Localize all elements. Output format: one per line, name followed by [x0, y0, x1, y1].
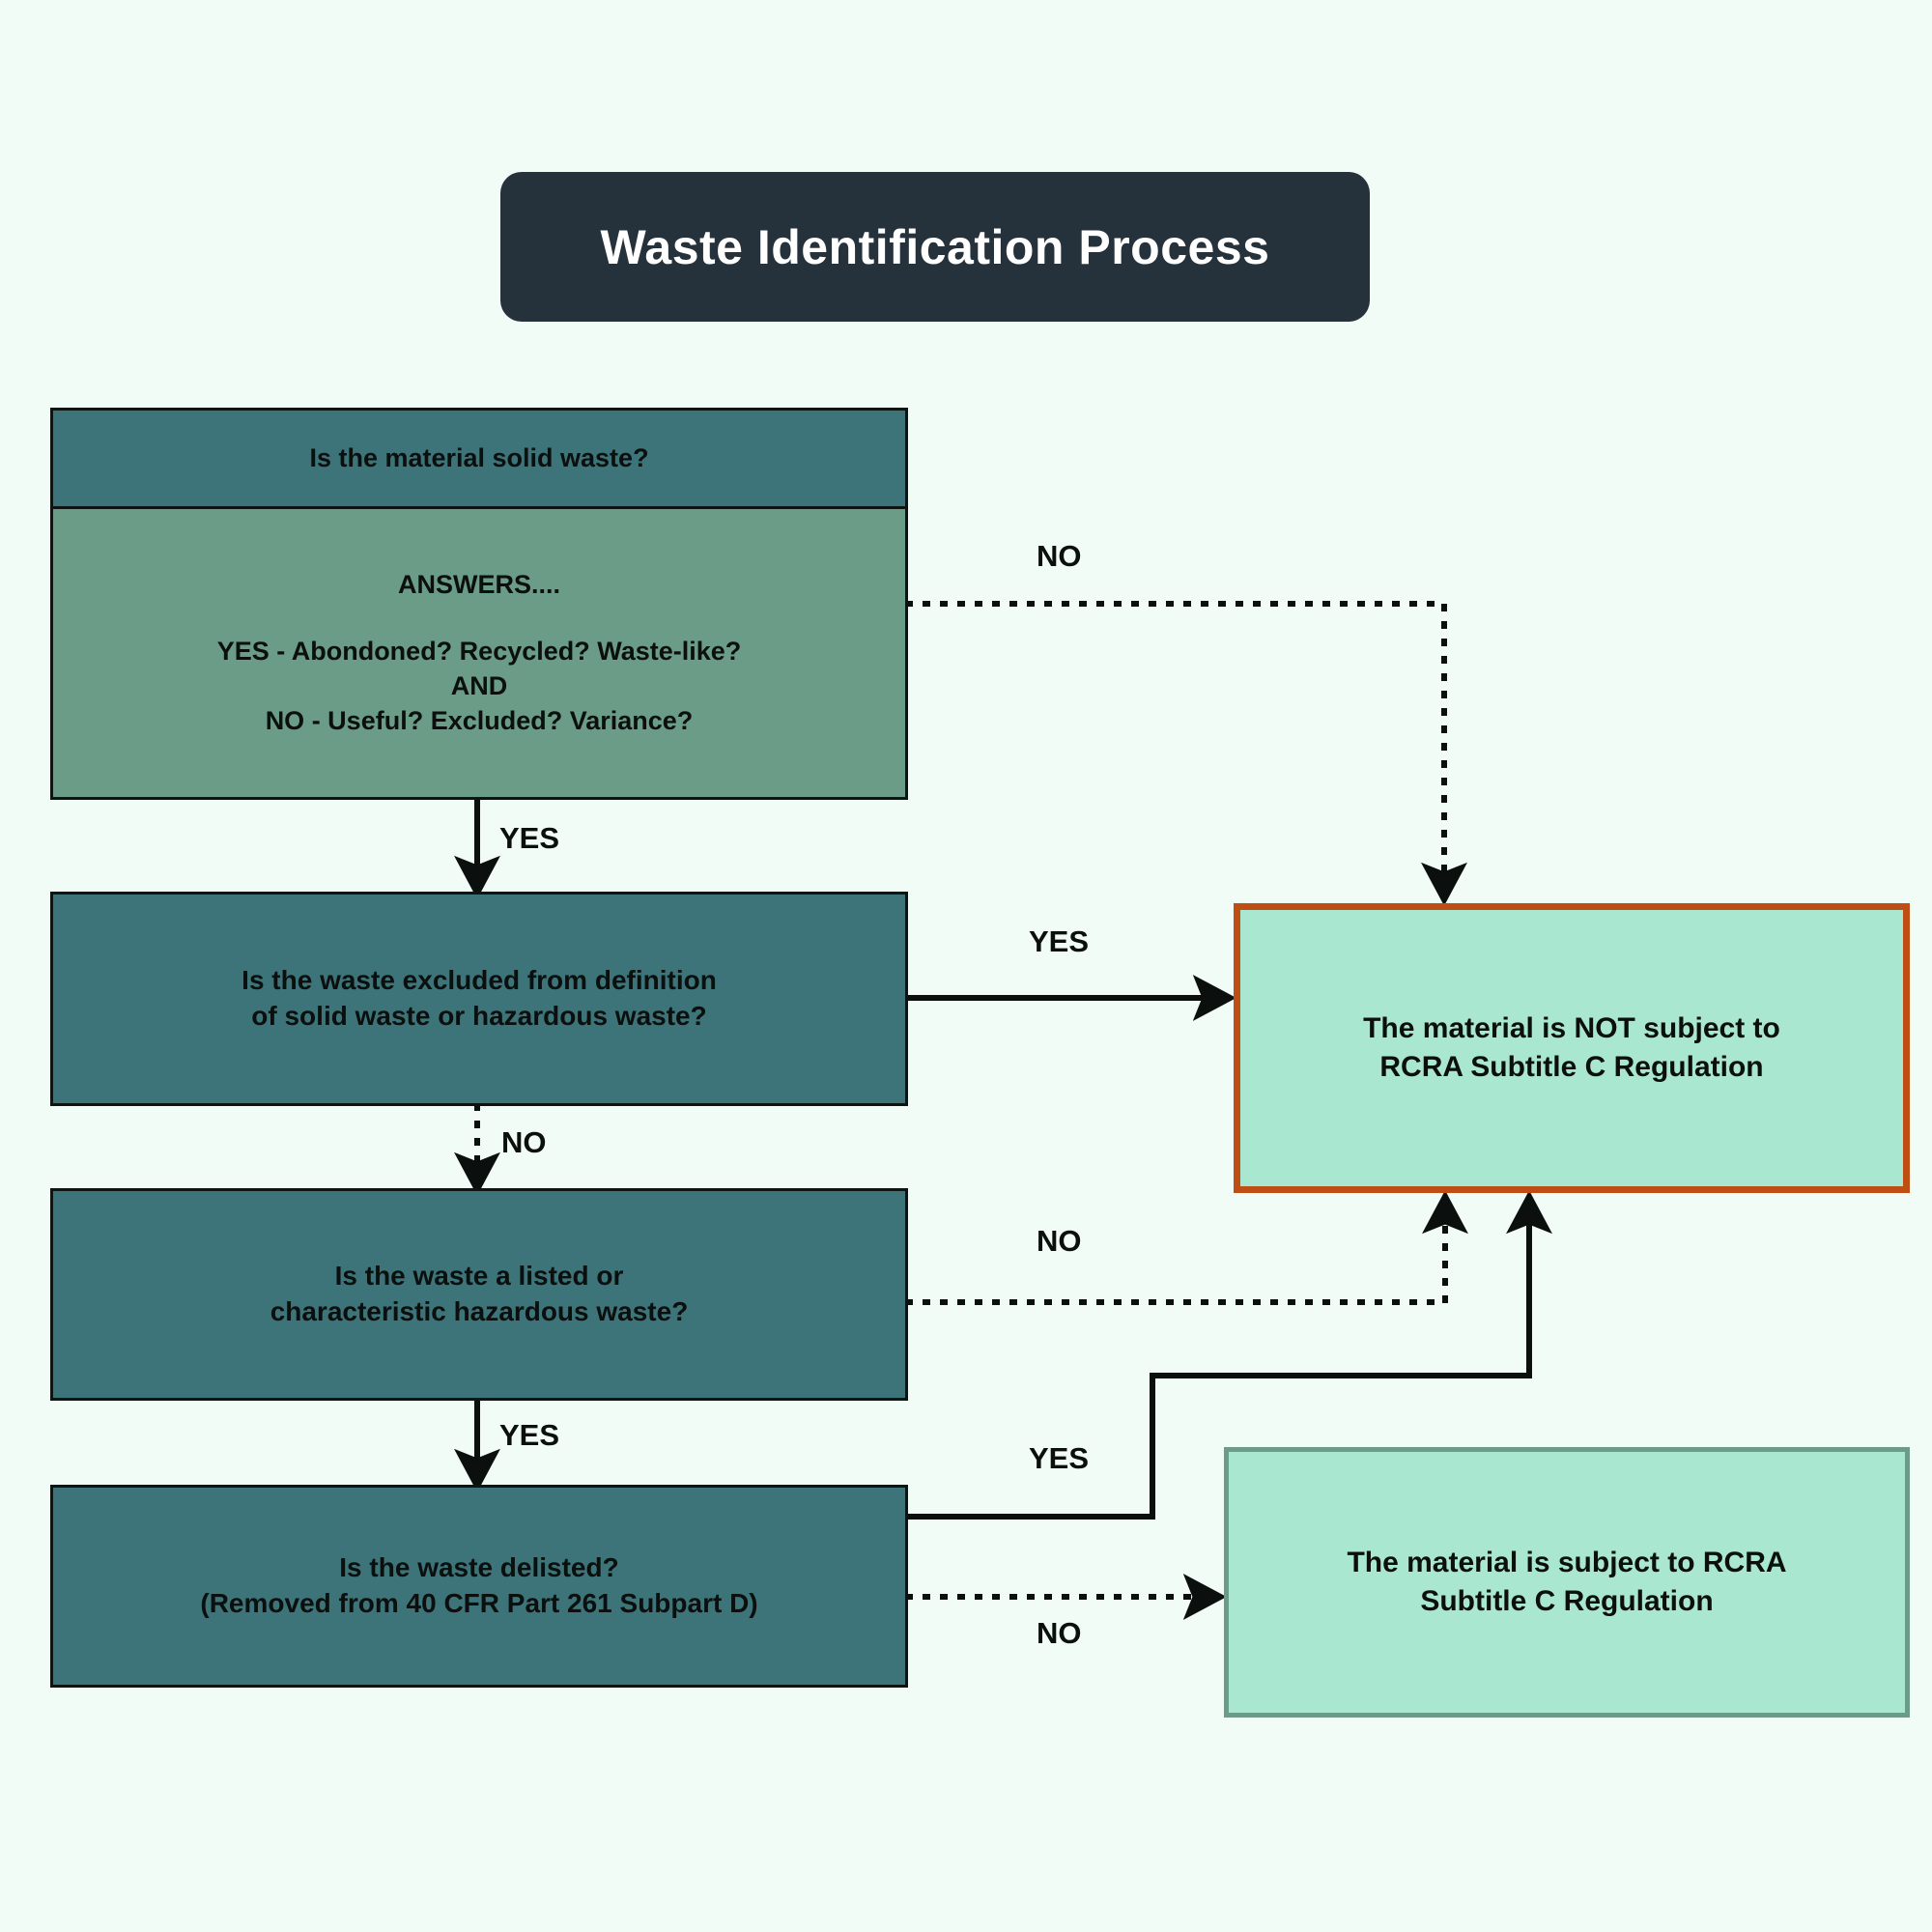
- node-decision-listed-characteristic: Is the waste a listed or characteristic …: [50, 1188, 908, 1401]
- answers-line-no: NO - Useful? Excluded? Variance?: [265, 705, 694, 735]
- node-decision-excluded: Is the waste excluded from definition of…: [50, 892, 908, 1106]
- node-result-not-subject: The material is NOT subject to RCRA Subt…: [1234, 903, 1910, 1193]
- page-title-text: Waste Identification Process: [600, 219, 1270, 274]
- result-not-subject-line-1: The material is NOT subject to: [1363, 1012, 1780, 1045]
- answers-line-yes: YES - Abondoned? Recycled? Waste-like?: [216, 637, 742, 667]
- edge-label-d2-no: NO: [501, 1125, 547, 1159]
- decision4-line-1: Is the waste delisted?: [339, 1552, 619, 1583]
- edge-label-q1-no: NO: [1037, 539, 1082, 573]
- result-not-subject-line-2: RCRA Subtitle C Regulation: [1379, 1051, 1764, 1083]
- node-decision-delisted: Is the waste delisted? (Removed from 40 …: [50, 1485, 908, 1688]
- answers-detail: YES - Abondoned? Recycled? Waste-like? A…: [217, 635, 742, 738]
- decision2-line-1: Is the waste excluded from definition: [242, 965, 717, 996]
- result-subject-line-2: Subtitle C Regulation: [1420, 1585, 1714, 1617]
- result-subject-line-1: The material is subject to RCRA: [1347, 1547, 1787, 1579]
- edge-label-d3-no: NO: [1037, 1224, 1082, 1258]
- edge-label-d3-yes: YES: [499, 1418, 560, 1452]
- edge-d3-no: [905, 1190, 1468, 1305]
- page-title: Waste Identification Process: [500, 172, 1370, 322]
- node-question1-header: Is the material solid waste?: [50, 408, 908, 509]
- node-result-subject: The material is subject to RCRA Subtitle…: [1224, 1447, 1910, 1718]
- decision3-line-2: characteristic hazardous waste?: [270, 1296, 689, 1326]
- question1-header-text: Is the material solid waste?: [309, 442, 649, 472]
- edge-label-d4-yes: YES: [1029, 1441, 1090, 1475]
- edge-label-q1-yes: YES: [499, 821, 560, 855]
- edge-q1-no: [905, 601, 1467, 906]
- node-question1-body: ANSWERS.... YES - Abondoned? Recycled? W…: [50, 509, 908, 800]
- decision2-line-2: of solid waste or hazardous waste?: [251, 1001, 707, 1031]
- answers-line-and: AND: [450, 671, 508, 700]
- answers-heading: ANSWERS....: [397, 569, 560, 599]
- decision4-line-2: (Removed from 40 CFR Part 261 Subpart D): [200, 1588, 758, 1618]
- edge-label-d4-no: NO: [1037, 1616, 1082, 1650]
- edge-label-d2-yes: YES: [1029, 924, 1090, 958]
- decision3-line-1: Is the waste a listed or: [334, 1261, 624, 1292]
